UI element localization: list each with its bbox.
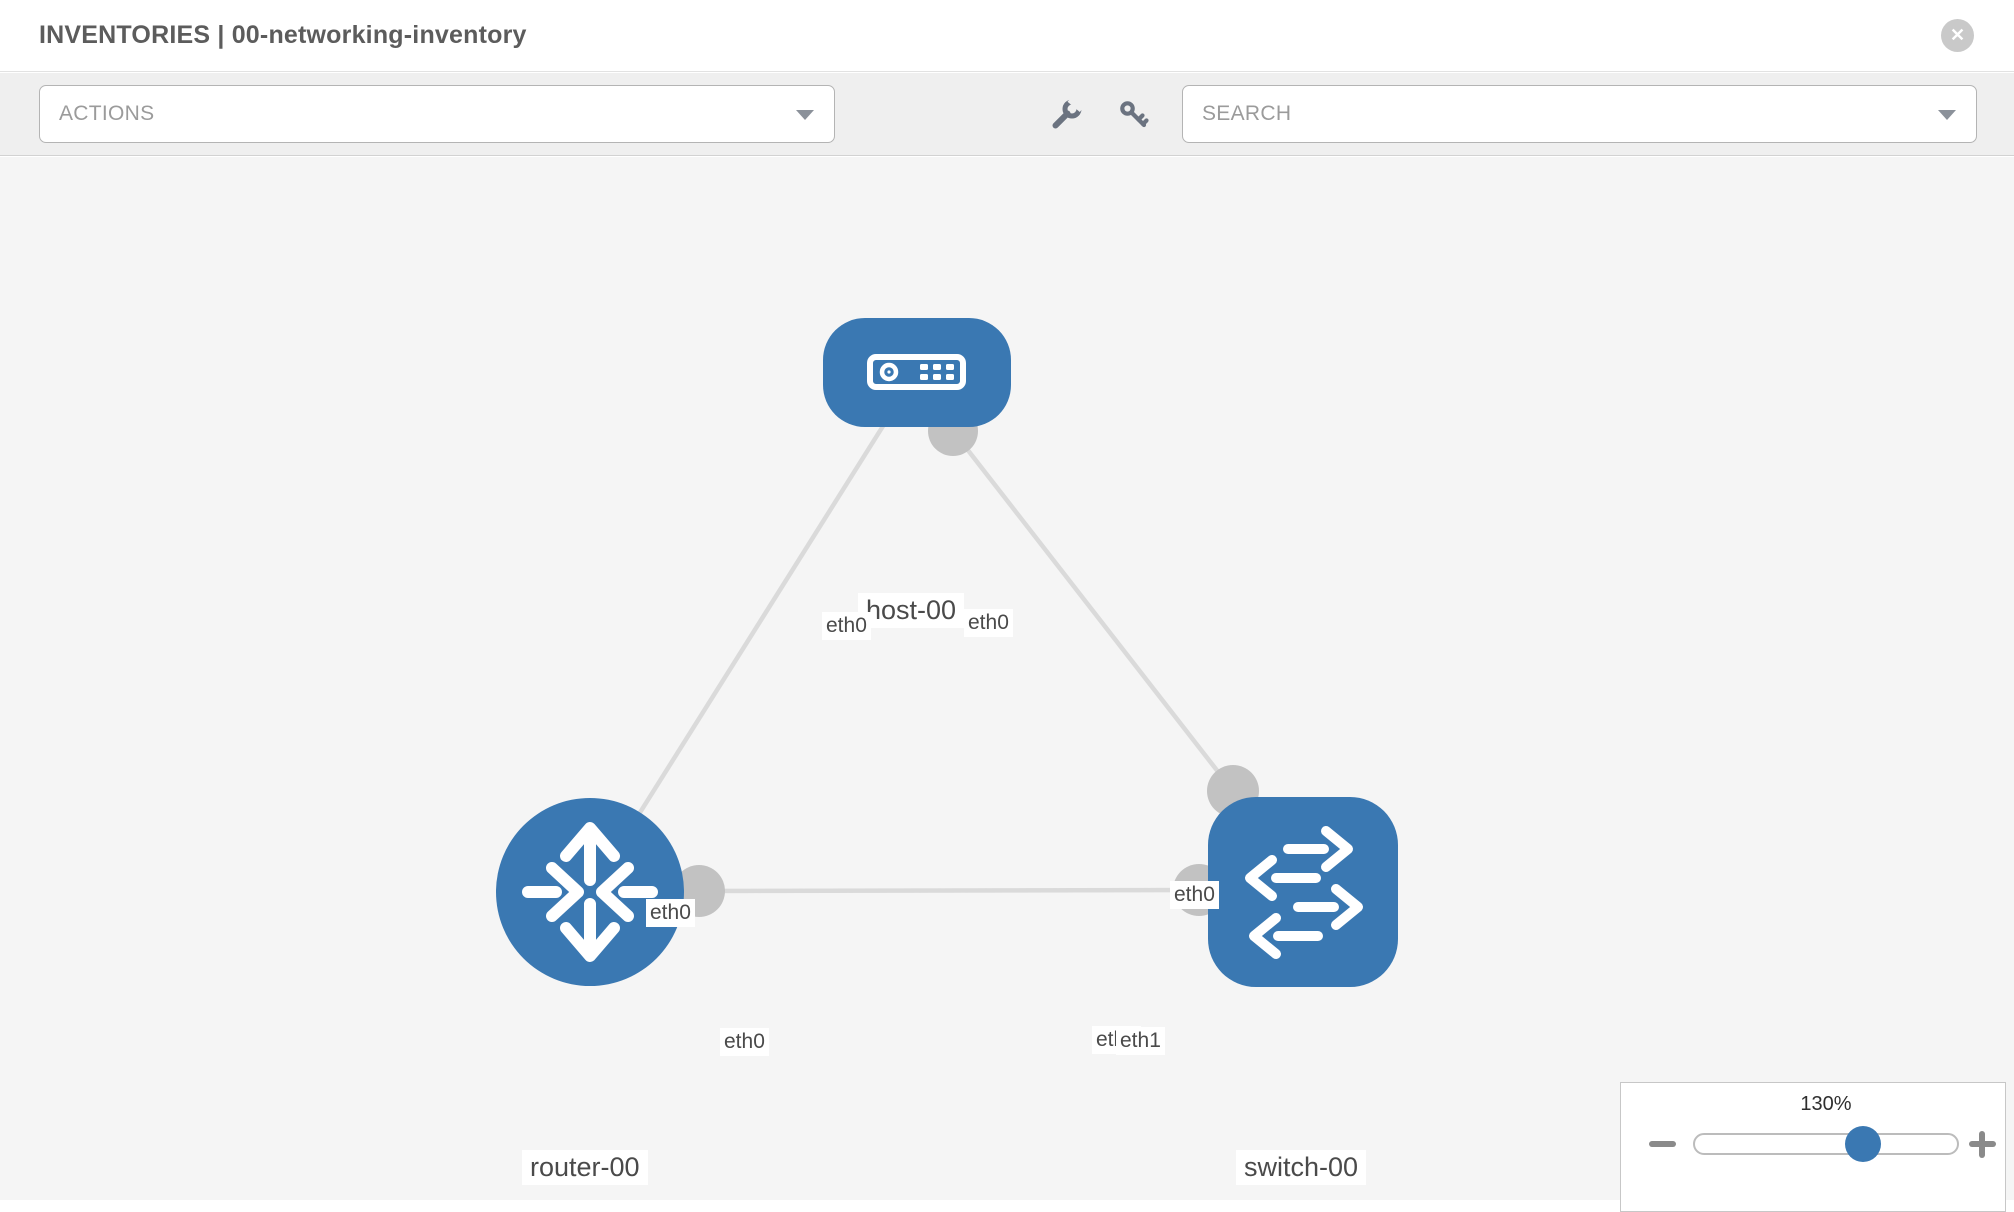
zoom-panel: 130% xyxy=(1620,1082,2006,1212)
minus-icon[interactable] xyxy=(1649,1141,1676,1147)
actions-dropdown[interactable]: ACTIONS xyxy=(39,85,835,143)
node-host[interactable] xyxy=(823,318,1011,427)
zoom-slider-track[interactable] xyxy=(1693,1126,1959,1162)
link-router-switch[interactable] xyxy=(698,887,1200,894)
page-title: INVENTORIES | 00-networking-inventory xyxy=(39,21,527,49)
chevron-down-icon xyxy=(1938,110,1956,120)
switch-arrows-icon xyxy=(1245,826,1363,959)
node-label-router: router-00 xyxy=(522,1150,648,1185)
topology-canvas[interactable]: host-00 router-00 switch-00 eth0 eth0 et… xyxy=(0,157,2014,1200)
interface-label-router-right: eth0 xyxy=(720,1028,769,1056)
topology-graph xyxy=(496,318,1398,987)
link-host-switch[interactable] xyxy=(951,429,1235,793)
plus-icon[interactable] xyxy=(1969,1131,1996,1158)
interface-label-router-link: eth0 xyxy=(646,899,695,927)
chevron-down-icon xyxy=(796,110,814,120)
close-icon[interactable]: ✕ xyxy=(1941,19,1974,52)
server-icon xyxy=(867,354,966,390)
router-arrows-icon xyxy=(522,822,658,962)
zoom-slider-thumb[interactable] xyxy=(1845,1126,1881,1162)
header-bar: INVENTORIES | 00-networking-inventory ✕ xyxy=(0,0,2014,72)
interface-label-host-right: eth0 xyxy=(964,609,1013,637)
toolbar: ACTIONS xyxy=(0,73,2014,156)
interface-label-host-left: eth0 xyxy=(822,612,871,640)
search-input[interactable] xyxy=(1183,86,1976,142)
node-label-host: host-00 xyxy=(858,593,965,628)
wrench-icon[interactable] xyxy=(1050,99,1082,131)
node-router[interactable] xyxy=(496,798,684,986)
key-icon[interactable] xyxy=(1118,99,1150,131)
interface-label-switch-top: eth0 xyxy=(1170,881,1219,909)
zoom-value: 130% xyxy=(1800,1093,1852,1115)
link-host-router[interactable] xyxy=(588,370,919,894)
actions-dropdown-label: ACTIONS xyxy=(59,102,155,125)
node-switch[interactable] xyxy=(1208,797,1398,987)
search-container xyxy=(1182,85,1977,143)
interface-label-switch-left-front: eth1 xyxy=(1116,1027,1165,1055)
node-label-switch: switch-00 xyxy=(1236,1150,1367,1185)
